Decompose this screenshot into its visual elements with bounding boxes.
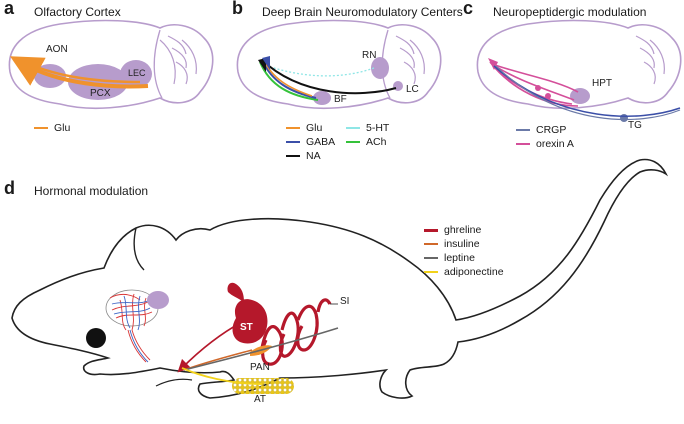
legend-b-ach: ACh [346, 136, 386, 148]
mouse-brain [105, 289, 169, 363]
legend-swatch [286, 141, 300, 143]
legend-label: Glu [306, 122, 323, 134]
hpt-region [570, 88, 590, 104]
legend-label: CRGP [536, 124, 567, 136]
legend-swatch [516, 129, 530, 131]
leptine-arrow [183, 327, 339, 371]
st-label: ST [240, 322, 253, 333]
bf-region [313, 91, 331, 105]
orexin-projection-1 [491, 63, 579, 93]
legend-d-adiponectine: adiponectine [424, 266, 504, 278]
pcx-label: PCX [90, 88, 111, 99]
panel-a-letter: a [4, 0, 15, 18]
ach-projection [259, 61, 319, 101]
ghreline-arrow [177, 321, 243, 373]
legend-d-ghreline: ghreline [424, 224, 481, 236]
legend-swatch [34, 127, 48, 129]
panel-c-brain [476, 19, 682, 122]
at-label: AT [254, 394, 267, 405]
glu-projection-a [10, 56, 149, 89]
panel-b-brain [236, 19, 442, 110]
lec-label: LEC [128, 68, 146, 78]
legend-swatch [516, 143, 530, 145]
mouse-eye [86, 328, 106, 348]
stomach [232, 299, 268, 344]
legend-label: adiponectine [444, 266, 504, 278]
lc-region [393, 81, 403, 91]
brain-outline-c [476, 19, 682, 110]
panel-b-letter: b [232, 0, 243, 18]
mouse-ear [133, 227, 145, 271]
legend-label: Glu [54, 122, 71, 134]
mouse-outline [11, 158, 669, 399]
legend-swatch [286, 155, 300, 157]
adiponectine-arrow [181, 367, 263, 385]
bf-label: BF [334, 94, 347, 105]
legend-c-orexin: orexin A [516, 138, 574, 150]
legend-d-leptine: leptine [424, 252, 475, 264]
legend-swatch [424, 243, 438, 245]
legend-swatch [424, 228, 438, 232]
legend-d-insuline: insuline [424, 238, 480, 250]
small-intestine [260, 298, 332, 366]
aon-label: AON [46, 44, 68, 55]
legend-swatch [424, 271, 438, 273]
na-projection [261, 59, 397, 95]
tg-label: TG [628, 120, 642, 131]
legend-b-5ht: 5-HT [346, 122, 389, 134]
rn-label: RN [362, 50, 377, 61]
panel-a-brain [8, 19, 214, 110]
legend-swatch [286, 127, 300, 129]
lc-label: LC [406, 84, 419, 95]
brain-outline-a [8, 19, 214, 110]
legend-label: ghreline [444, 224, 482, 236]
si-label: SI [340, 296, 350, 307]
legend-a-glu: Glu [34, 122, 70, 134]
cerebellum-folds-a [159, 35, 197, 85]
panel-c-letter: c [463, 0, 474, 18]
legend-label: orexin A [536, 138, 574, 150]
adipose-tissue [232, 378, 294, 394]
legend-label: NA [306, 150, 321, 162]
pan-label: PAN [250, 362, 270, 373]
mouse-body [11, 158, 669, 399]
5ht-projection [261, 63, 375, 77]
legend-b-na: NA [286, 150, 321, 162]
pcx-region [68, 64, 128, 100]
legend-label: ACh [366, 136, 387, 148]
panel-d-title: Hormonal modulation [34, 184, 149, 198]
tg-region [620, 114, 628, 122]
legend-c-crgp: CRGP [516, 124, 566, 136]
panel-d-letter: d [4, 178, 15, 198]
cerebellum-folds-c [635, 35, 665, 85]
legend-swatch [346, 141, 360, 143]
legend-b-gaba: GABA [286, 136, 335, 148]
panel-c-title: Neuropeptidergic modulation [493, 5, 647, 19]
legend-b-glu: Glu [286, 122, 322, 134]
legend-label: GABA [306, 136, 336, 148]
orexin-projection-4 [489, 61, 579, 107]
panel-b-title: Deep Brain Neuromodulatory Centers [262, 5, 463, 19]
legend-label: 5-HT [366, 122, 390, 134]
legend-label: leptine [444, 252, 475, 264]
brain-outline-b [236, 19, 442, 110]
legend-swatch [346, 127, 360, 129]
panel-a-title: Olfactory Cortex [34, 5, 121, 19]
hormone-arrows [177, 321, 339, 385]
legend-label: insuline [444, 238, 480, 250]
legend-swatch [424, 257, 438, 259]
hpt-label: HPT [592, 78, 612, 89]
brain-division-a [153, 29, 163, 99]
rn-region [371, 57, 389, 79]
cerebellum-folds-b [395, 35, 425, 85]
